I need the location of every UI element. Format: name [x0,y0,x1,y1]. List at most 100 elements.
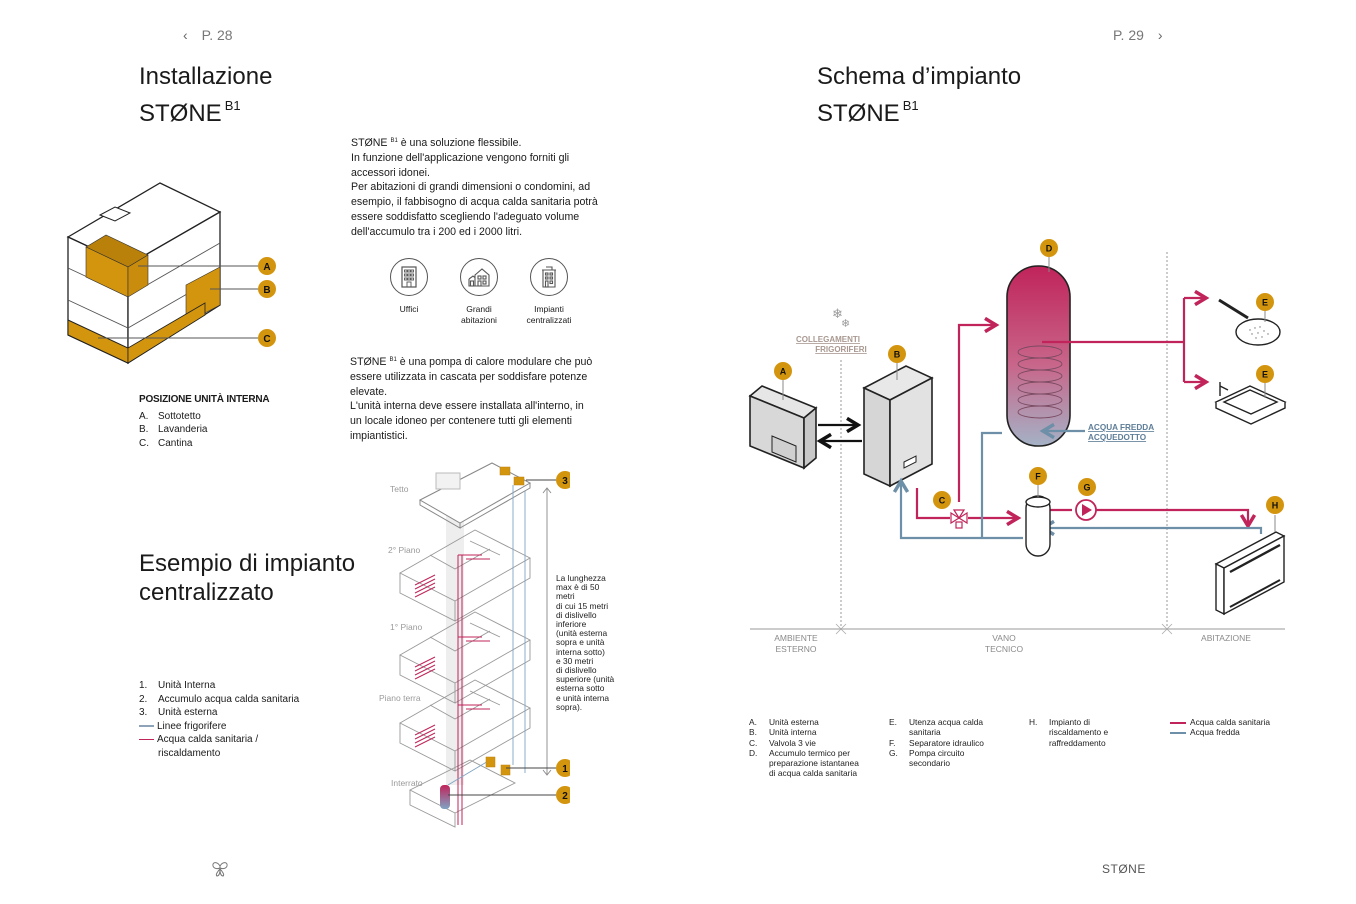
marker-c: C [258,329,276,347]
snowflake-icon: ❄ [841,318,850,330]
refrigerant-pipes [447,485,526,786]
svg-text:D: D [1046,244,1053,254]
cold-water-lines [892,422,1263,540]
marker-e-shower: E [1256,293,1274,311]
chevron-right-icon[interactable]: › [1157,27,1163,43]
chevron-left-icon[interactable]: ‹ [183,27,188,43]
list-item: 3.Unità esterna [139,707,218,718]
three-way-valve-c [950,509,968,529]
svg-text:G: G [1083,483,1090,493]
houses-icon [460,258,498,296]
svg-text:E: E [1262,370,1268,380]
application-icons: Uffici Grandi abitazioni Impianti centra… [374,258,584,326]
svg-text:C: C [939,496,946,506]
zone-label: TECNICO [985,644,1024,654]
title-line2: STØNE [139,100,222,127]
legend-item: F.Separatore idraulico [889,737,984,748]
zone-label: ABITAZIONE [1201,633,1251,643]
house-position-diagram: A B C [66,182,276,365]
list-item: C.Cantina [139,437,193,449]
shaft [446,485,464,785]
cold-inlet-label: ACQUEDOTTO [1088,433,1147,442]
hot-water-pipes [414,554,490,825]
circulation-pump-g [1075,499,1097,521]
refrigerant-line-swatch [139,725,154,727]
marker-1: 1 [556,759,570,777]
marker-a: A [258,257,276,275]
application-uffici: Uffici [374,258,444,326]
sink-e [1214,382,1287,425]
footer-brand: STØNE [1102,862,1146,876]
marker-a: A [774,362,792,380]
floors [399,529,531,828]
legend-cold-water: Acqua fredda [1170,727,1300,737]
svg-text:2: 2 [562,791,568,802]
floor-label: Piano terra [379,693,421,703]
page-number-left: P. 28 [201,27,233,43]
marker-h: H [1266,496,1284,514]
indoor-units [485,756,511,776]
floor-label: 2° Piano [388,545,421,555]
marker-b: B [258,280,276,298]
marker-c: C [933,491,951,509]
plant-schema-diagram: ❄ ❄ COLLEGAMENTI FRIGORIFERI [748,239,1287,654]
floor-label: 1° Piano [390,622,423,632]
position-list: POSIZIONE UNITÀ INTERNA A.Sottotetto B.L… [139,393,270,450]
height-arrow [542,487,552,776]
marker-3: 3 [556,471,570,489]
line-legend: Acqua calda sanitaria Acqua fredda [1170,717,1300,738]
cold-water-swatch [1170,732,1186,735]
position-c-box [67,302,206,364]
description-paragraph: STØNE B1 è una pompa di calore modulare … [350,356,593,442]
height-note: La lunghezza max è di 50 metri di cui 15… [556,573,615,712]
marker-g: G [1078,478,1096,496]
application-impianti-centralizzati: Impianti centralizzati [514,258,584,326]
zone-label: AMBIENTE [774,633,818,643]
office-building-icon [390,258,428,296]
legend-refrigerant: Linee frigorifere [139,720,299,734]
svg-text:C: C [263,334,270,345]
list-item: A.Sottotetto [139,410,201,422]
title-sup: B1 [224,98,241,113]
svg-text:F: F [1035,472,1041,482]
roof [418,462,532,529]
outdoor-unit-a [748,385,818,470]
svg-text:1: 1 [562,764,568,775]
storage-tank [440,785,450,809]
schema-legend-col1: A.Unità esterna B.Unità interna C.Valvol… [749,717,884,779]
legend-item: B.Unità interna [749,727,817,738]
svg-text:B: B [894,350,901,360]
cold-inlet-label: ACQUA FREDDA [1088,423,1154,432]
hot-water-lines [915,289,1257,530]
floor-label: Tetto [390,484,409,494]
shower-head-e [1218,298,1281,346]
svg-text:A: A [263,262,270,273]
page-number-right: P. 29 [1113,27,1144,43]
storage-tank-d [1006,265,1071,447]
zone-label: VANO [992,633,1016,643]
application-grandi-abitazioni: Grandi abitazioni [444,258,514,326]
marker-e-sink: E [1256,365,1274,383]
svg-text:A: A [780,367,787,377]
refrigerant-label: COLLEGAMENTI [796,335,860,344]
svg-text:E: E [1262,298,1268,308]
marker-d: D [1040,239,1058,257]
zone-label: ESTERNO [775,644,816,654]
svg-text:H: H [1272,501,1279,511]
legend-hot-water: Acqua calda sanitaria [1170,717,1300,727]
left-page-pager: ‹ P. 28 [183,27,233,43]
legend-item: C.Valvola 3 vie [749,737,816,748]
hydraulic-separator-f [1025,495,1051,557]
list-item: 1.Unità Interna [139,680,216,691]
floor-label: Interrato [391,778,423,788]
indoor-unit-b [862,365,934,488]
marker-2: 2 [556,786,570,804]
